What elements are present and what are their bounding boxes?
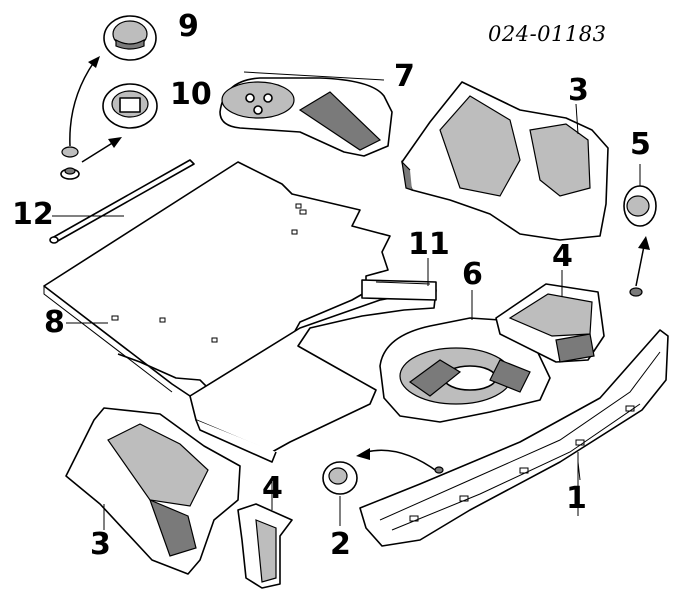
arrow-to-10 bbox=[81, 137, 122, 163]
callout-5: 5 bbox=[630, 127, 651, 162]
part-8-mat bbox=[43, 161, 391, 397]
part-11-panel bbox=[189, 258, 437, 463]
callout-8: 8 bbox=[44, 305, 65, 340]
callout-9: 9 bbox=[178, 9, 199, 44]
part-9-clip bbox=[103, 15, 157, 61]
callout-12: 12 bbox=[12, 197, 54, 232]
callout-6: 6 bbox=[462, 257, 483, 292]
callout-1: 1 bbox=[566, 481, 587, 516]
callout-4-bottom: 4 bbox=[262, 471, 283, 506]
callout-11: 11 bbox=[408, 227, 450, 262]
callout-3-bottom: 3 bbox=[90, 527, 111, 562]
callout-10: 10 bbox=[170, 77, 212, 112]
part-4-bottom-bracket bbox=[237, 476, 293, 589]
callout-3-top: 3 bbox=[568, 73, 589, 108]
arrow-to-9 bbox=[69, 56, 100, 147]
callout-2: 2 bbox=[330, 527, 351, 562]
part-2-clip bbox=[322, 448, 444, 526]
part-7-cover bbox=[219, 71, 393, 157]
callout-7: 7 bbox=[394, 59, 415, 94]
part-12-strip bbox=[49, 159, 195, 244]
part-6-tub bbox=[379, 317, 551, 423]
part-10-clip bbox=[102, 83, 158, 129]
callout-4-top: 4 bbox=[552, 239, 573, 274]
part-5-clip bbox=[623, 185, 657, 297]
document-number: 024-01183 bbox=[488, 22, 607, 46]
part-3-top-trim bbox=[401, 81, 609, 241]
part-3-bottom-trim bbox=[65, 407, 241, 575]
part-1-bumper-trim bbox=[359, 329, 669, 547]
part-4-top-bin bbox=[495, 283, 605, 363]
small-clips bbox=[60, 146, 80, 180]
leader-lines bbox=[103, 103, 641, 530]
